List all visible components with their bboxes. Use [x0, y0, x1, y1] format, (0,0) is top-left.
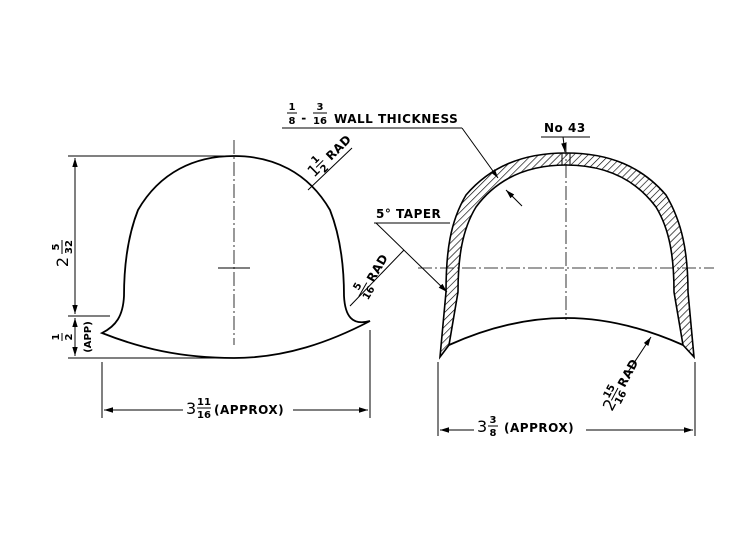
left-height-label: 2 5 32 [51, 240, 75, 267]
right-width-note: (APPROX) [504, 421, 574, 435]
right-width-den: 8 [490, 428, 497, 439]
hole-label: No 43 [544, 121, 586, 135]
taper-label: 5° TAPER [376, 207, 441, 221]
left-brim-label: 1 2 [51, 333, 75, 341]
left-flare-radius-label: 5 16 RAD [352, 252, 392, 303]
left-width-label: 3 11 16 (APPROX) [186, 397, 284, 421]
left-helmet-outline [99, 155, 371, 359]
left-width-whole: 3 [186, 399, 196, 418]
left-top-radius-label: 1 1 2 RAD [303, 132, 354, 181]
right-helmet-wall-section [438, 152, 696, 360]
wall-thickness-label: 1 8 - 3 16 WALL THICKNESS [287, 102, 458, 127]
wall-thickness-sep: - [301, 111, 306, 125]
wall-thickness-a-num: 1 [289, 102, 296, 113]
wall-thickness-a-den: 8 [289, 116, 296, 127]
taper-leader [375, 222, 448, 293]
rim-radius-label: 2 15 16 RAD [599, 357, 642, 414]
left-height-whole: 2 [53, 257, 72, 267]
left-height-den: 32 [64, 240, 75, 254]
right-width-label: 3 3 8 (APPROX) [477, 415, 574, 439]
left-flare-radius-leader [349, 249, 405, 307]
left-flare-radius-num: 5 [352, 281, 365, 293]
left-top-radius-unit: RAD [323, 132, 354, 163]
hole-leader [561, 136, 567, 153]
right-view: 1 8 - 3 16 WALL THICKNESS No 43 5° TAPER… [282, 102, 714, 439]
left-height-num: 5 [51, 243, 62, 250]
wall-thickness-text: WALL THICKNESS [334, 112, 458, 126]
left-brim-den: 2 [64, 333, 75, 340]
left-width-num: 11 [197, 397, 211, 408]
wall-thickness-b-num: 3 [317, 102, 324, 113]
wall-thickness-leader [461, 127, 499, 179]
right-width-whole: 3 [477, 417, 487, 436]
wall-thickness-arrow-inner [505, 189, 523, 207]
rim-radius-unit: RAD [615, 357, 641, 390]
left-brim-note: (APP) [83, 321, 94, 353]
left-view: 2 5 32 1 2 (APP) 3 11 16 (APPROX) 1 1 [51, 132, 405, 421]
left-width-den: 16 [197, 410, 211, 421]
left-top-radius-leader [307, 147, 353, 191]
wall-thickness-b-den: 16 [313, 116, 327, 127]
rim-radius-leader [627, 336, 652, 373]
left-width-note: (APPROX) [214, 403, 284, 417]
left-brim-num: 1 [51, 333, 62, 340]
right-width-num: 3 [490, 415, 497, 426]
